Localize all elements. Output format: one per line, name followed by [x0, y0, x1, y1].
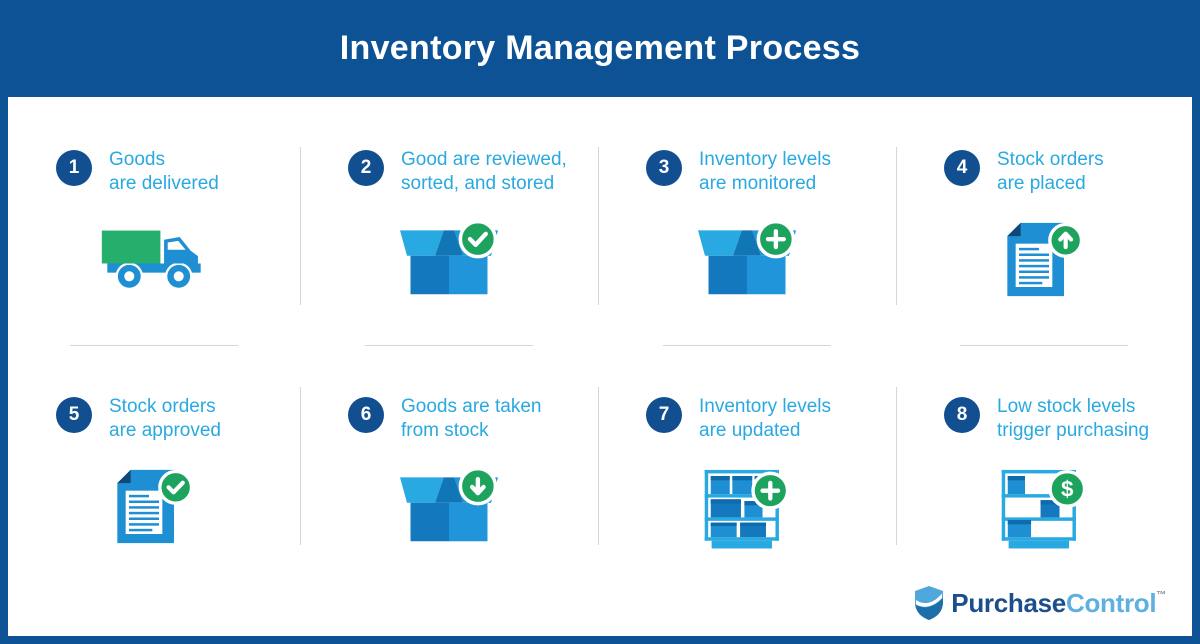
header-banner: Inventory Management Process	[0, 0, 1200, 97]
step-6-cell: 6 Goods are taken from stock	[300, 97, 598, 636]
column-divider	[598, 387, 599, 545]
step-3-title: Inventory levels are monitored	[699, 149, 832, 194]
column-divider	[598, 147, 599, 305]
step-3-cell: 3 Inventory levels are monitored	[598, 97, 896, 636]
row-divider	[960, 345, 1128, 346]
open-box-down-icon	[400, 466, 498, 542]
step-4-cell: 4 Stock orders are placed	[896, 97, 1192, 636]
purchasecontrol-logo: PurchaseControl™	[914, 585, 1166, 621]
order-document-check-icon	[117, 469, 194, 544]
dollar-badge-icon: $	[1048, 469, 1087, 508]
low-stock-shelf-dollar-icon: $	[1001, 469, 1087, 549]
row-divider	[70, 345, 238, 346]
column-divider	[896, 147, 897, 305]
step-5-title: Stock orders are approved	[109, 396, 221, 441]
row-divider	[365, 345, 533, 346]
column-divider	[300, 387, 301, 545]
step-1-cell: 1 Goods are delivered	[8, 97, 300, 636]
svg-text:$: $	[1061, 477, 1074, 502]
logo-wordmark: PurchaseControl™	[951, 588, 1166, 618]
check-badge-icon	[458, 219, 498, 259]
arrow-up-badge-icon	[1048, 222, 1084, 258]
shield-check-icon	[915, 586, 944, 620]
step-3-number-badge: 3	[646, 150, 682, 186]
step-1-title: Goods are delivered	[109, 149, 219, 194]
check-badge-icon	[158, 469, 194, 505]
delivery-truck-icon	[101, 230, 201, 291]
step-2-header: 2 Good are reviewed, sorted, and stored	[300, 148, 598, 196]
step-5-number-badge: 5	[56, 397, 92, 433]
step-4-number-badge: 4	[944, 150, 980, 186]
step-2-number-badge: 2	[348, 150, 384, 186]
order-document-up-icon	[1007, 222, 1084, 297]
row-divider	[663, 345, 831, 346]
step-7-header: 7 Inventory levels are updated	[598, 395, 896, 443]
step-3-header: 3 Inventory levels are monitored	[598, 148, 896, 196]
step-7-cell: 7 Inventory levels are updated	[598, 97, 896, 636]
step-6-header: 6 Goods are taken from stock	[300, 395, 598, 443]
open-box-check-icon	[400, 219, 498, 295]
column-divider	[300, 147, 301, 305]
step-2-cell: 2 Good are reviewed, sorted, and stored	[300, 97, 598, 636]
step-1-number-badge: 1	[56, 150, 92, 186]
step-8-cell: 8 Low stock levels trigger purchasing	[896, 97, 1192, 636]
step-7-title: Inventory levels are updated	[699, 396, 832, 441]
stocked-shelf-plus-icon	[704, 469, 790, 549]
step-4-title: Stock orders are placed	[997, 149, 1104, 194]
page-title: Inventory Management Process	[339, 29, 861, 67]
content-area: 1 Goods are delivered 2 Go	[8, 97, 1192, 636]
arrow-down-badge-icon	[458, 466, 498, 506]
step-4-header: 4 Stock orders are placed	[896, 148, 1192, 196]
step-5-cell: 5 Stock orders are approved	[8, 97, 300, 636]
step-7-number-badge: 7	[646, 397, 682, 433]
step-8-number-badge: 8	[944, 397, 980, 433]
step-6-title: Goods are taken from stock	[401, 396, 542, 441]
plus-badge-icon	[756, 219, 796, 259]
step-5-header: 5 Stock orders are approved	[8, 395, 300, 443]
step-8-header: 8 Low stock levels trigger purchasing	[896, 395, 1192, 443]
open-box-plus-icon	[698, 219, 796, 295]
step-8-title: Low stock levels trigger purchasing	[997, 396, 1150, 441]
step-2-title: Good are reviewed, sorted, and stored	[401, 149, 567, 194]
step-6-number-badge: 6	[348, 397, 384, 433]
plus-badge-icon	[751, 471, 790, 510]
step-1-header: 1 Goods are delivered	[8, 148, 300, 196]
column-divider	[896, 387, 897, 545]
